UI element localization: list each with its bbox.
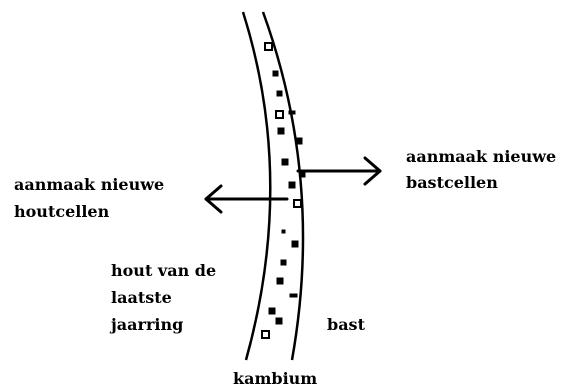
- label-bark: bast: [327, 315, 366, 334]
- cell-2: [272, 70, 279, 77]
- label-new-bark-line1: aanmaak nieuwe: [406, 147, 556, 166]
- cell-10: [288, 181, 296, 189]
- cell-1: [264, 42, 273, 51]
- cell-14: [280, 259, 287, 266]
- cambium-cells: [261, 42, 306, 339]
- label-new-bark-line2: bastcellen: [406, 173, 498, 192]
- label-last-ring-line1: hout van de: [111, 261, 216, 280]
- cell-17: [268, 307, 276, 315]
- cell-13: [291, 240, 299, 248]
- cell-6: [277, 127, 285, 135]
- cell-15: [276, 277, 284, 285]
- cell-12: [281, 229, 286, 234]
- cell-16: [289, 293, 298, 298]
- arrow-left-icon: [204, 184, 289, 214]
- cambium-right-edge: [261, 11, 305, 361]
- label-last-ring-line2: laatste: [111, 288, 172, 307]
- cell-11: [293, 199, 302, 208]
- cell-7: [295, 137, 303, 145]
- label-new-wood-line2: houtcellen: [14, 202, 110, 221]
- cell-5: [288, 110, 296, 115]
- label-last-ring-line3: jaarring: [109, 315, 183, 334]
- cell-3: [276, 90, 283, 97]
- cell-19: [261, 330, 270, 339]
- cambium-left-edge: [241, 11, 272, 361]
- cell-4: [275, 110, 284, 119]
- cell-18: [275, 317, 283, 325]
- label-cambium: kambium: [233, 369, 317, 387]
- label-new-wood-line1: aanmaak nieuwe: [14, 175, 164, 194]
- arrow-right-icon: [296, 156, 382, 186]
- cell-9: [299, 171, 306, 178]
- cell-8: [281, 158, 289, 166]
